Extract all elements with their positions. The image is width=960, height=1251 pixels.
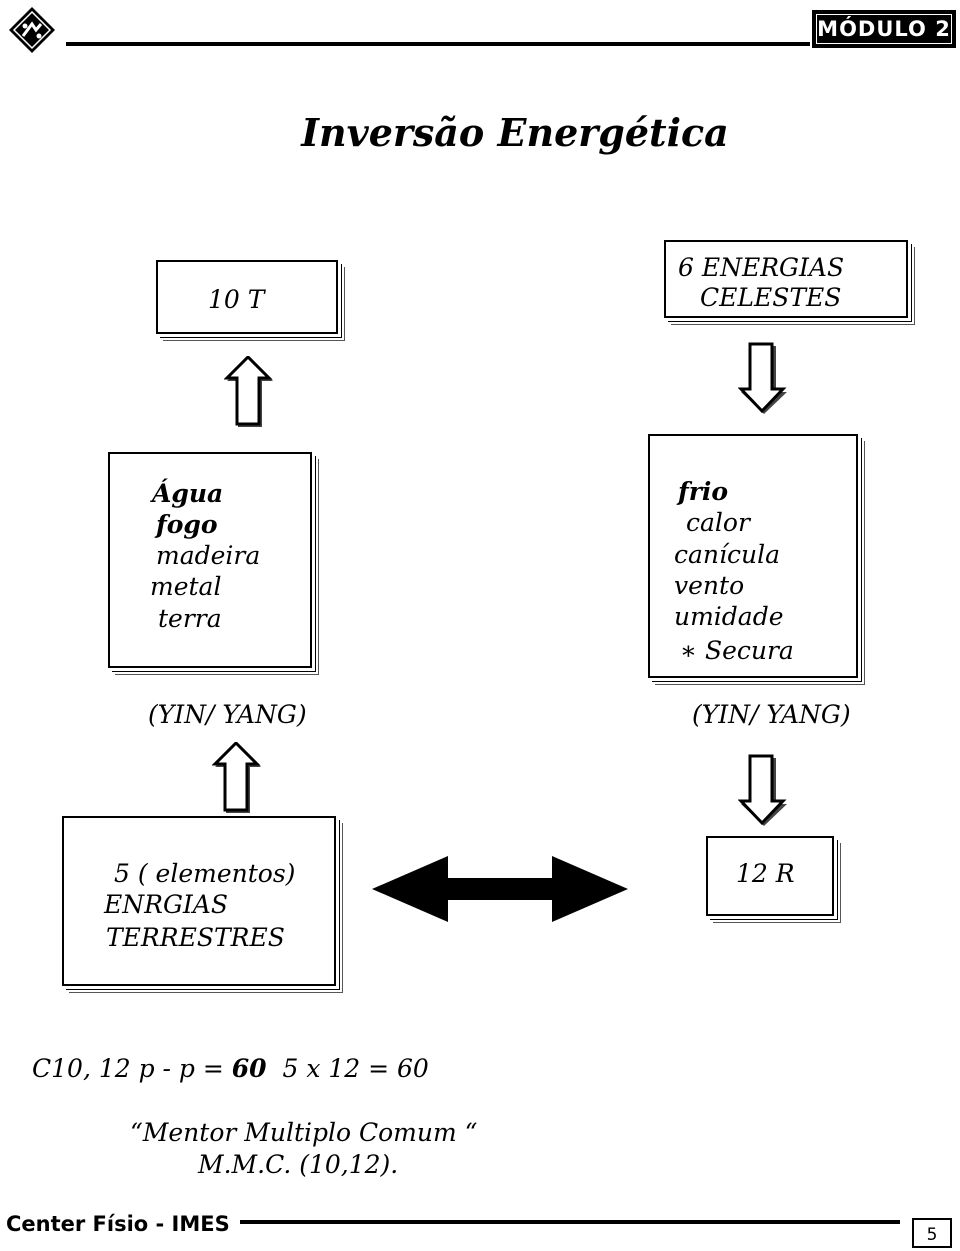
energy-calor: calor	[686, 508, 750, 537]
energy-vento: vento	[674, 571, 745, 600]
energias-line-2: CELESTES	[700, 283, 842, 312]
logo-icon	[8, 6, 56, 54]
element-fogo: fogo	[156, 510, 218, 539]
box-10t-label: 10 T	[208, 285, 265, 314]
double-arrow-icon	[372, 856, 628, 922]
energias-line-1: 6 ENERGIAS	[678, 253, 845, 282]
box-energias-terrestres: 5 ( elementos) ENRGIAS TERRESTRES	[62, 816, 336, 986]
formula-result: 60	[231, 1054, 267, 1083]
box-12r: 12 R	[706, 836, 834, 916]
element-terra: terra	[158, 604, 222, 633]
box-elementos: Água fogo madeira metal terra	[108, 452, 312, 668]
mmc-formula: C10, 12 p - p = 60 5 x 12 = 60	[32, 1054, 429, 1083]
terrestres-line-1: 5 ( elementos)	[114, 859, 296, 888]
element-metal: metal	[150, 572, 222, 601]
energy-secura: ∗ Secura	[680, 636, 794, 665]
box-12r-label: 12 R	[736, 859, 795, 888]
formula-part-2: 5 x 12 = 60	[266, 1054, 429, 1083]
formula-part-1: C10, 12 p - p =	[32, 1054, 232, 1083]
down-arrow-icon	[738, 754, 787, 826]
page-number: 5	[912, 1218, 952, 1248]
header-rule	[66, 42, 810, 46]
energy-frio: frio	[678, 477, 729, 506]
box-energias-celestes: 6 ENERGIAS CELESTES	[664, 240, 908, 318]
yin-yang-right: (YIN/ YANG)	[692, 700, 851, 729]
page-title: Inversão Energética	[301, 110, 729, 155]
box-10t: 10 T	[156, 260, 338, 334]
mmc-note-line-1: “Mentor Multiplo Comum “	[130, 1118, 478, 1147]
up-arrow-icon	[224, 356, 273, 427]
module-badge: MÓDULO 2	[812, 10, 956, 48]
down-arrow-icon	[738, 342, 787, 414]
up-arrow-icon	[212, 742, 261, 813]
footer-brand: Center Físio - IMES	[6, 1212, 230, 1236]
box-energias-clima: frio calor canícula vento umidade ∗ Secu…	[648, 434, 858, 678]
energy-umidade: umidade	[674, 602, 784, 631]
module-label: MÓDULO 2	[816, 14, 952, 44]
element-agua: Água	[152, 479, 224, 508]
mmc-note-line-2: M.M.C. (10,12).	[198, 1150, 399, 1179]
energy-canicula: canícula	[674, 540, 781, 569]
footer-rule	[240, 1220, 900, 1224]
terrestres-line-3: TERRESTRES	[106, 923, 285, 952]
terrestres-line-2: ENRGIAS	[104, 890, 228, 919]
yin-yang-left: (YIN/ YANG)	[148, 700, 307, 729]
element-madeira: madeira	[156, 541, 261, 570]
